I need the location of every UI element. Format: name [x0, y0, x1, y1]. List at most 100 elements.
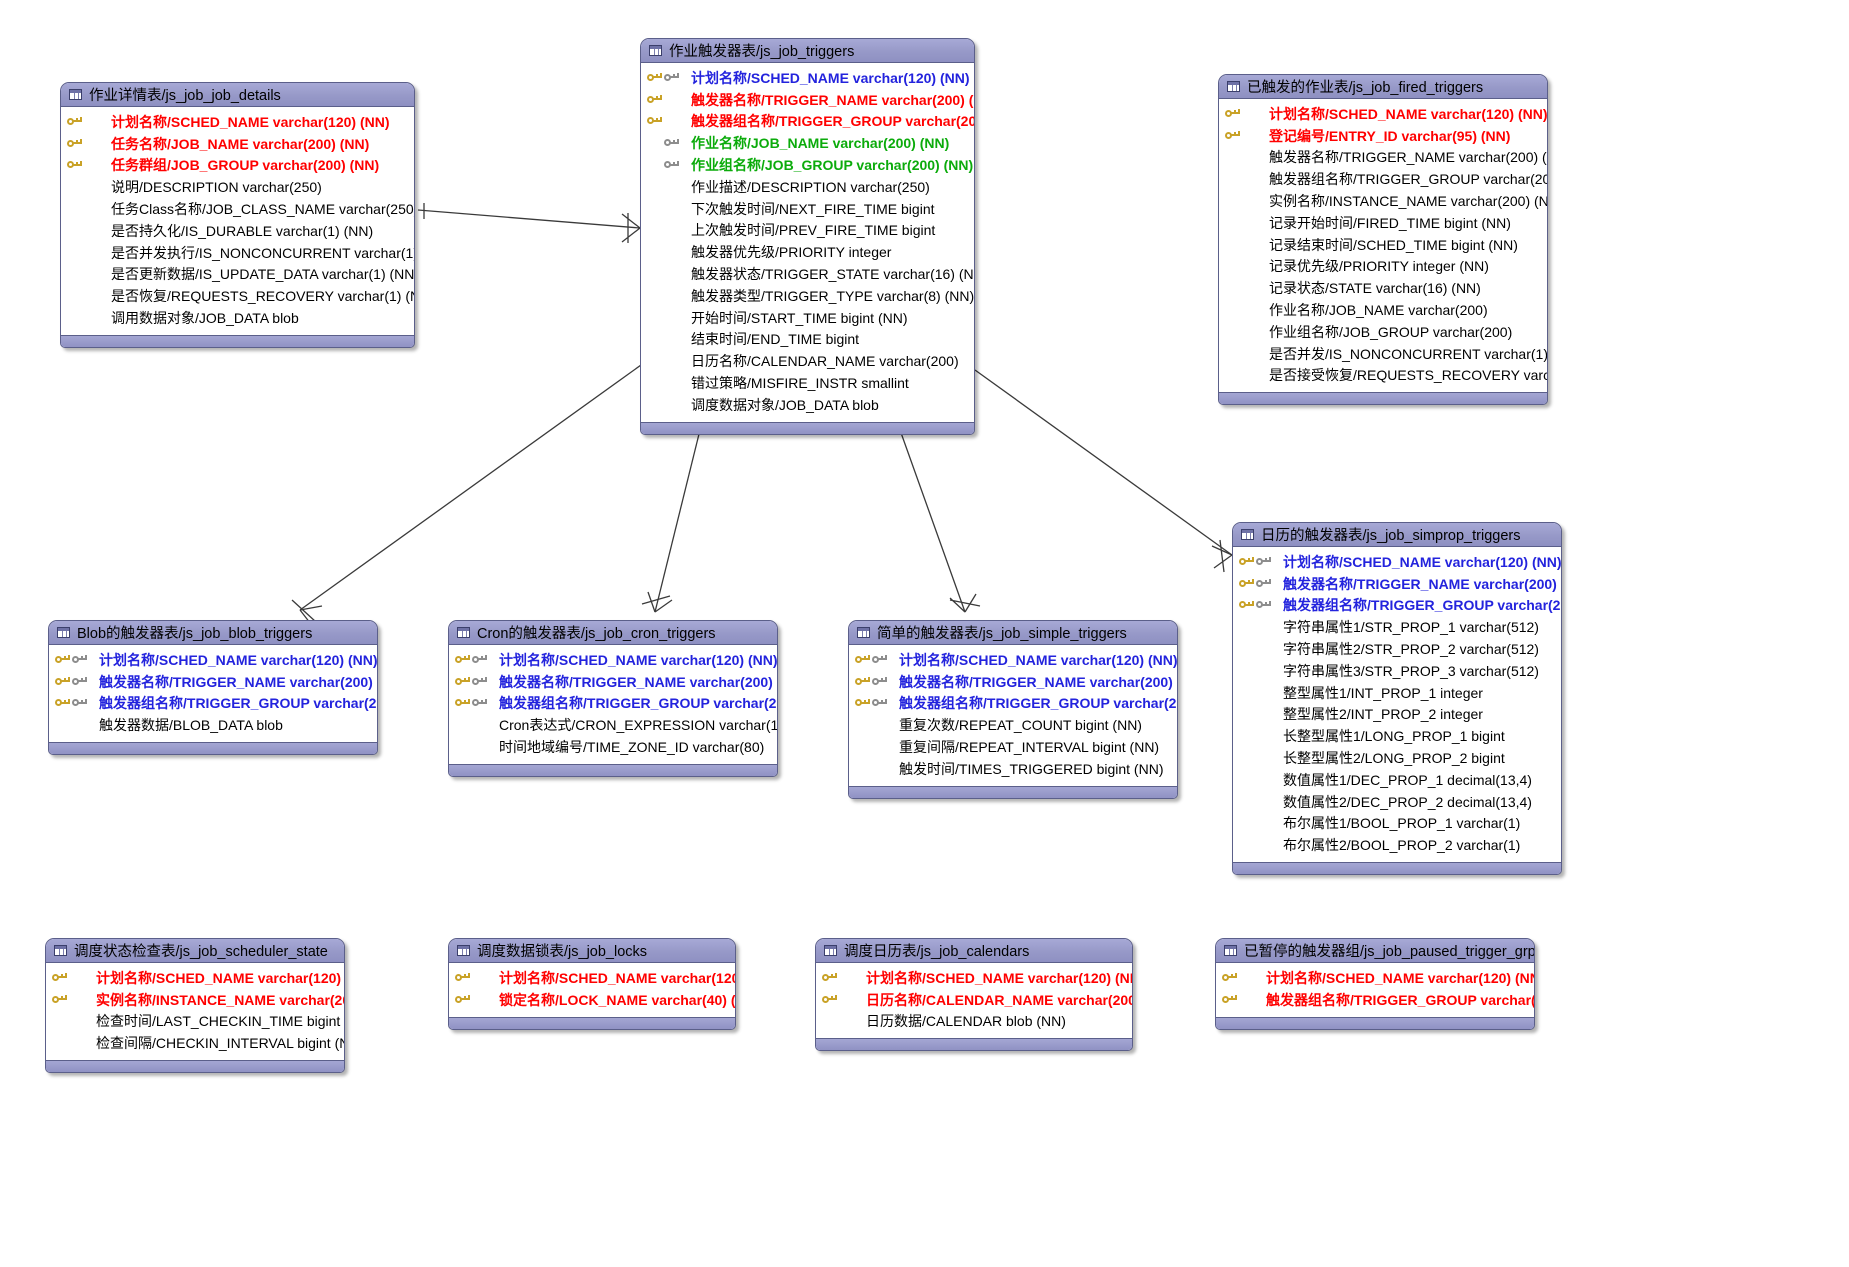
attribute-row[interactable]: 下次触发时间/NEXT_FIRE_TIME bigint	[641, 198, 974, 220]
attribute-row[interactable]: 错过策略/MISFIRE_INSTR smallint	[641, 372, 974, 394]
attribute-row[interactable]: 长整型属性1/LONG_PROP_1 bigint	[1233, 725, 1561, 747]
attribute-row[interactable]: 调用数据对象/JOB_DATA blob	[61, 307, 414, 329]
attribute-row[interactable]: 计划名称/SCHED_NAME varchar(120) (NN)	[849, 649, 1177, 671]
attribute-row[interactable]: 整型属性1/INT_PROP_1 integer	[1233, 682, 1561, 704]
attribute-row[interactable]: 登记编号/ENTRY_ID varchar(95) (NN)	[1219, 125, 1547, 147]
entity-job_cron_triggers[interactable]: Cron的触发器表/js_job_cron_triggers 计划名称/SCHED…	[448, 620, 778, 777]
entity-job_calendars[interactable]: 调度日历表/js_job_calendars 计划名称/SCHED_NAME va…	[815, 938, 1133, 1052]
attribute-row[interactable]: 数值属性2/DEC_PROP_2 decimal(13,4)	[1233, 791, 1561, 813]
attribute-row[interactable]: 日历名称/CALENDAR_NAME varchar(200)	[641, 350, 974, 372]
attribute-row[interactable]: 记录状态/STATE varchar(16) (NN)	[1219, 277, 1547, 299]
attribute-row[interactable]: 触发器组名称/TRIGGER_GROUP varchar(200) (NN)	[641, 111, 974, 133]
attribute-row[interactable]: 触发时间/TIMES_TRIGGERED bigint (NN)	[849, 758, 1177, 780]
attribute-row[interactable]: 触发器组名称/TRIGGER_GROUP varchar(200) (NN)	[1216, 989, 1534, 1011]
attribute-row[interactable]: 作业描述/DESCRIPTION varchar(250)	[641, 176, 974, 198]
attribute-row[interactable]: 锁定名称/LOCK_NAME varchar(40) (NN)	[449, 989, 735, 1011]
entity-job_locks[interactable]: 调度数据锁表/js_job_locks 计划名称/SCHED_NAME varch…	[448, 938, 736, 1030]
attribute-row[interactable]: 触发器优先级/PRIORITY integer	[641, 241, 974, 263]
attribute-row[interactable]: 计划名称/SCHED_NAME varchar(120) (NN)	[46, 967, 344, 989]
entity-header-job_paused_trigger_grps[interactable]: 已暂停的触发器组/js_job_paused_trigger_grps	[1216, 939, 1534, 963]
entity-header-job_job_details[interactable]: 作业详情表/js_job_job_details	[61, 83, 414, 107]
entity-header-job_simprop_triggers[interactable]: 日历的触发器表/js_job_simprop_triggers	[1233, 523, 1561, 547]
entity-job_triggers[interactable]: 作业触发器表/js_job_triggers 计划名称/SCHED_NAME va…	[640, 38, 975, 435]
attribute-row[interactable]: 触发器状态/TRIGGER_STATE varchar(16) (NN)	[641, 263, 974, 285]
attribute-row[interactable]: 记录开始时间/FIRED_TIME bigint (NN)	[1219, 212, 1547, 234]
attribute-row[interactable]: 计划名称/SCHED_NAME varchar(120) (NN)	[1216, 967, 1534, 989]
attribute-row[interactable]: 上次触发时间/PREV_FIRE_TIME bigint	[641, 220, 974, 242]
entity-header-job_blob_triggers[interactable]: Blob的触发器表/js_job_blob_triggers	[49, 621, 377, 645]
entity-job_job_details[interactable]: 作业详情表/js_job_job_details 计划名称/SCHED_NAME …	[60, 82, 415, 348]
attribute-row[interactable]: 实例名称/INSTANCE_NAME varchar(200) (NN)	[46, 989, 344, 1011]
attribute-row[interactable]: 作业名称/JOB_NAME varchar(200)	[1219, 299, 1547, 321]
attribute-row[interactable]: 触发器组名称/TRIGGER_GROUP varchar(200) (NN)	[1219, 168, 1547, 190]
attribute-row[interactable]: 是否接受恢复/REQUESTS_RECOVERY varchar(1)	[1219, 365, 1547, 387]
attribute-row[interactable]: 实例名称/INSTANCE_NAME varchar(200) (NN)	[1219, 190, 1547, 212]
attribute-row[interactable]: 计划名称/SCHED_NAME varchar(120) (NN)	[61, 111, 414, 133]
entity-job_scheduler_state[interactable]: 调度状态检查表/js_job_scheduler_state 计划名称/SCHED…	[45, 938, 345, 1074]
entity-header-job_scheduler_state[interactable]: 调度状态检查表/js_job_scheduler_state	[46, 939, 344, 963]
attribute-row[interactable]: 是否持久化/IS_DURABLE varchar(1) (NN)	[61, 220, 414, 242]
attribute-row[interactable]: 触发器数据/BLOB_DATA blob	[49, 714, 377, 736]
attribute-row[interactable]: 计划名称/SCHED_NAME varchar(120) (NN)	[1219, 103, 1547, 125]
attribute-row[interactable]: 开始时间/START_TIME bigint (NN)	[641, 307, 974, 329]
attribute-row[interactable]: 检查时间/LAST_CHECKIN_TIME bigint (NN)	[46, 1011, 344, 1033]
attribute-row[interactable]: 作业组名称/JOB_GROUP varchar(200)	[1219, 321, 1547, 343]
attribute-row[interactable]: 触发器名称/TRIGGER_NAME varchar(200) (NN)	[1233, 573, 1561, 595]
attribute-row[interactable]: 触发器名称/TRIGGER_NAME varchar(200) (NN)	[449, 671, 777, 693]
attribute-row[interactable]: 任务群组/JOB_GROUP varchar(200) (NN)	[61, 155, 414, 177]
attribute-row[interactable]: 布尔属性1/BOOL_PROP_1 varchar(1)	[1233, 813, 1561, 835]
entity-header-job_locks[interactable]: 调度数据锁表/js_job_locks	[449, 939, 735, 963]
entity-job_simple_triggers[interactable]: 简单的触发器表/js_job_simple_triggers 计划名称/SCHED…	[848, 620, 1178, 799]
attribute-row[interactable]: 调度数据对象/JOB_DATA blob	[641, 394, 974, 416]
attribute-row[interactable]: 布尔属性2/BOOL_PROP_2 varchar(1)	[1233, 834, 1561, 856]
entity-job_blob_triggers[interactable]: Blob的触发器表/js_job_blob_triggers 计划名称/SCHED…	[48, 620, 378, 756]
attribute-row[interactable]: 检查间隔/CHECKIN_INTERVAL bigint (NN)	[46, 1032, 344, 1054]
attribute-row[interactable]: 重复间隔/REPEAT_INTERVAL bigint (NN)	[849, 736, 1177, 758]
attribute-row[interactable]: 作业名称/JOB_NAME varchar(200) (NN)	[641, 132, 974, 154]
attribute-row[interactable]: 计划名称/SCHED_NAME varchar(120) (NN)	[449, 967, 735, 989]
attribute-row[interactable]: 计划名称/SCHED_NAME varchar(120) (NN)	[641, 67, 974, 89]
attribute-row[interactable]: 任务名称/JOB_NAME varchar(200) (NN)	[61, 133, 414, 155]
attribute-row[interactable]: 是否恢复/REQUESTS_RECOVERY varchar(1) (NN)	[61, 285, 414, 307]
entity-job_simprop_triggers[interactable]: 日历的触发器表/js_job_simprop_triggers 计划名称/SCHE…	[1232, 522, 1562, 876]
attribute-row[interactable]: 是否并发执行/IS_NONCONCURRENT varchar(1) (NN)	[61, 242, 414, 264]
attribute-row[interactable]: 计划名称/SCHED_NAME varchar(120) (NN)	[816, 967, 1132, 989]
attribute-row[interactable]: 结束时间/END_TIME bigint	[641, 329, 974, 351]
attribute-row[interactable]: 计划名称/SCHED_NAME varchar(120) (NN)	[49, 649, 377, 671]
attribute-row[interactable]: 计划名称/SCHED_NAME varchar(120) (NN)	[1233, 551, 1561, 573]
entity-header-job_simple_triggers[interactable]: 简单的触发器表/js_job_simple_triggers	[849, 621, 1177, 645]
entity-job_fired_triggers[interactable]: 已触发的作业表/js_job_fired_triggers 计划名称/SCHED_…	[1218, 74, 1548, 406]
attribute-row[interactable]: 记录结束时间/SCHED_TIME bigint (NN)	[1219, 234, 1547, 256]
entity-header-job_calendars[interactable]: 调度日历表/js_job_calendars	[816, 939, 1132, 963]
attribute-row[interactable]: 触发器名称/TRIGGER_NAME varchar(200) (NN)	[49, 671, 377, 693]
attribute-row[interactable]: 字符串属性3/STR_PROP_3 varchar(512)	[1233, 660, 1561, 682]
attribute-row[interactable]: 触发器组名称/TRIGGER_GROUP varchar(200) (NN)	[449, 693, 777, 715]
attribute-row[interactable]: 触发器名称/TRIGGER_NAME varchar(200) (NN)	[1219, 147, 1547, 169]
attribute-row[interactable]: 触发器名称/TRIGGER_NAME varchar(200) (NN)	[849, 671, 1177, 693]
entity-job_paused_trigger_grps[interactable]: 已暂停的触发器组/js_job_paused_trigger_grps 计划名称/…	[1215, 938, 1535, 1030]
attribute-row[interactable]: 日历名称/CALENDAR_NAME varchar(200) (NN)	[816, 989, 1132, 1011]
attribute-row[interactable]: 整型属性2/INT_PROP_2 integer	[1233, 704, 1561, 726]
attribute-row[interactable]: 数值属性1/DEC_PROP_1 decimal(13,4)	[1233, 769, 1561, 791]
attribute-row[interactable]: 长整型属性2/LONG_PROP_2 bigint	[1233, 747, 1561, 769]
attribute-row[interactable]: 触发器组名称/TRIGGER_GROUP varchar(200) (NN)	[49, 693, 377, 715]
entity-header-job_cron_triggers[interactable]: Cron的触发器表/js_job_cron_triggers	[449, 621, 777, 645]
attribute-row[interactable]: 是否更新数据/IS_UPDATE_DATA varchar(1) (NN)	[61, 264, 414, 286]
attribute-row[interactable]: 记录优先级/PRIORITY integer (NN)	[1219, 256, 1547, 278]
attribute-row[interactable]: 触发器名称/TRIGGER_NAME varchar(200) (NN)	[641, 89, 974, 111]
attribute-row[interactable]: 字符串属性1/STR_PROP_1 varchar(512)	[1233, 616, 1561, 638]
entity-header-job_fired_triggers[interactable]: 已触发的作业表/js_job_fired_triggers	[1219, 75, 1547, 99]
attribute-row[interactable]: 时间地域编号/TIME_ZONE_ID varchar(80)	[449, 736, 777, 758]
attribute-row[interactable]: 触发器类型/TRIGGER_TYPE varchar(8) (NN)	[641, 285, 974, 307]
attribute-row[interactable]: 触发器组名称/TRIGGER_GROUP varchar(200) (NN)	[849, 693, 1177, 715]
attribute-row[interactable]: 重复次数/REPEAT_COUNT bigint (NN)	[849, 714, 1177, 736]
entity-header-job_triggers[interactable]: 作业触发器表/js_job_triggers	[641, 39, 974, 63]
attribute-row[interactable]: 说明/DESCRIPTION varchar(250)	[61, 176, 414, 198]
attribute-row[interactable]: 是否并发/IS_NONCONCURRENT varchar(1)	[1219, 343, 1547, 365]
attribute-row[interactable]: 字符串属性2/STR_PROP_2 varchar(512)	[1233, 638, 1561, 660]
attribute-row[interactable]: 作业组名称/JOB_GROUP varchar(200) (NN)	[641, 154, 974, 176]
attribute-row[interactable]: 触发器组名称/TRIGGER_GROUP varchar(200) (NN)	[1233, 595, 1561, 617]
attribute-row[interactable]: 日历数据/CALENDAR blob (NN)	[816, 1011, 1132, 1033]
attribute-row[interactable]: 计划名称/SCHED_NAME varchar(120) (NN)	[449, 649, 777, 671]
attribute-row[interactable]: 任务Class名称/JOB_CLASS_NAME varchar(250) (N…	[61, 198, 414, 220]
